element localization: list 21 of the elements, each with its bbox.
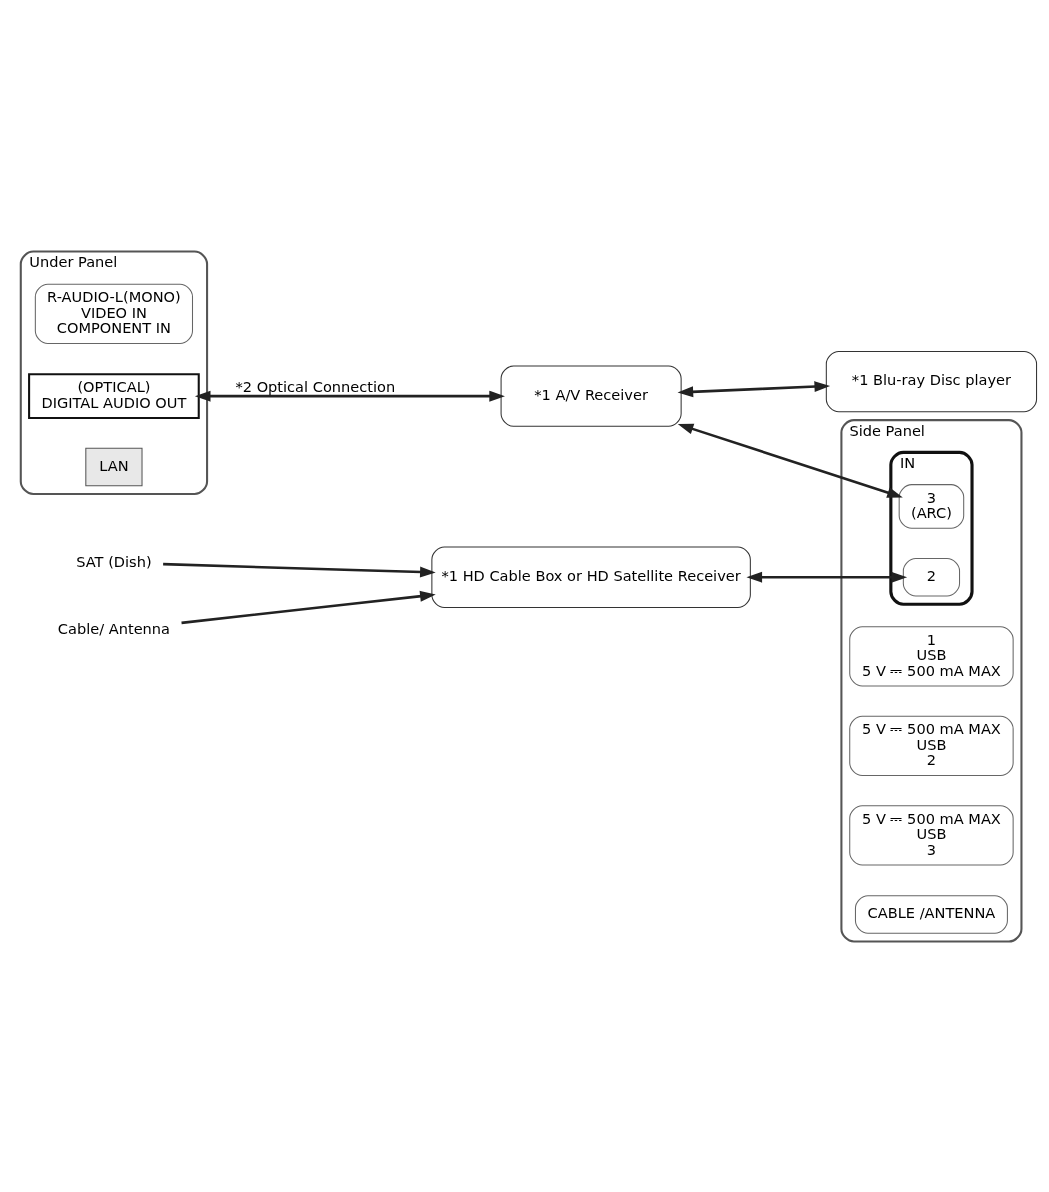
node-box: 3 (ARC) xyxy=(898,483,965,529)
arrow xyxy=(677,423,903,498)
node-box: 1 USB 5 V ⎓ 500 mA MAX xyxy=(849,625,1014,687)
arrow xyxy=(746,571,908,583)
node-box: (OPTICAL) DIGITAL AUDIO OUT xyxy=(28,372,200,419)
node-box: CABLE /ANTENNA xyxy=(854,894,1008,934)
node-box: 5 V ⎓ 500 mA MAX USB 2 xyxy=(849,715,1014,776)
node-text: Cable/ Antenna xyxy=(57,619,170,637)
node-box: *1 HD Cable Box or HD Satellite Receiver xyxy=(431,546,751,608)
arrow xyxy=(163,562,436,577)
arrow xyxy=(181,590,436,624)
node-box: 5 V ⎓ 500 mA MAX USB 3 xyxy=(849,804,1014,866)
node-text: SAT (Dish) xyxy=(76,552,152,570)
arrow xyxy=(194,390,505,402)
node-box: LAN xyxy=(85,447,143,486)
node-box: 2 xyxy=(902,557,961,596)
node-box: *1 A/V Receiver xyxy=(500,364,682,427)
edge-label: *2 Optical Connection xyxy=(235,377,396,395)
node-box: R-AUDIO-L(MONO) VIDEO IN COMPONENT IN xyxy=(34,283,193,344)
arrow xyxy=(677,380,831,397)
node-box: *1 Blu-ray Disc player xyxy=(825,350,1038,412)
